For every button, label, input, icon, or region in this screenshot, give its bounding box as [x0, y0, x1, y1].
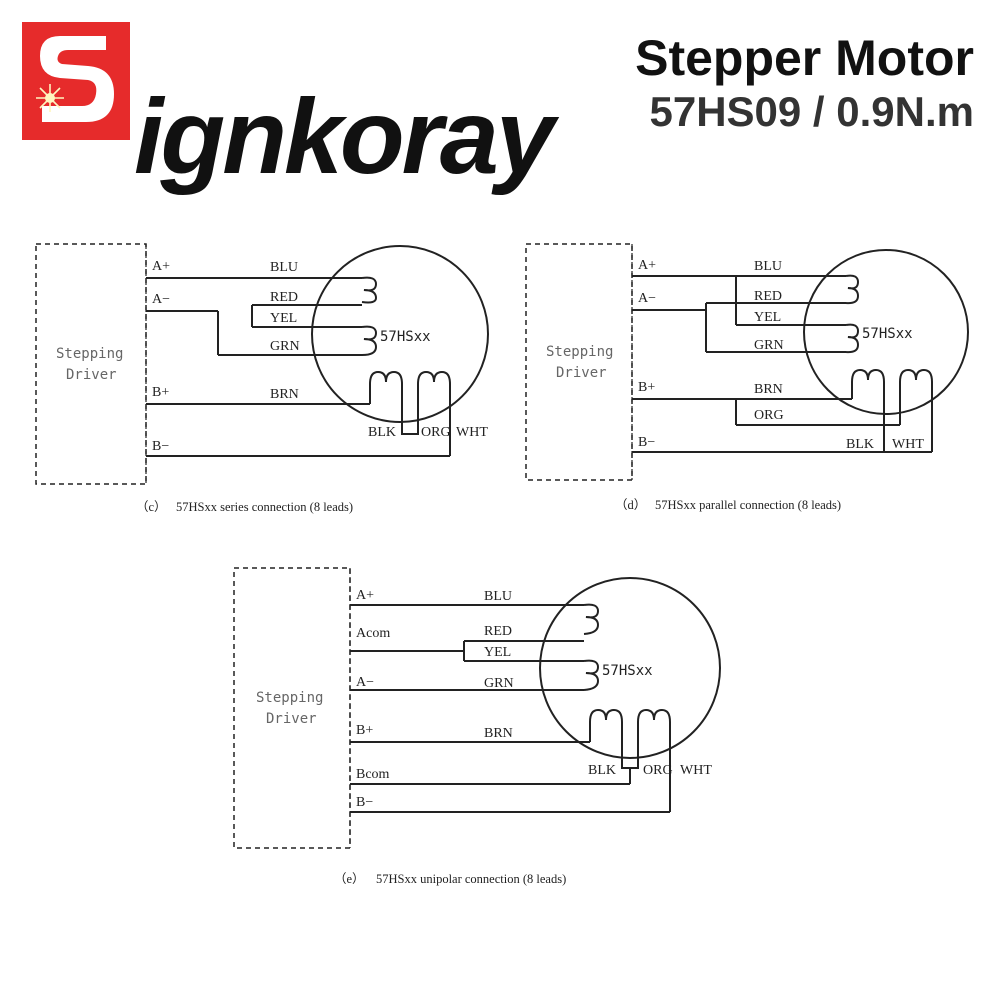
- logo-spark-icon: [36, 84, 64, 112]
- wire-label: BLU: [484, 589, 512, 604]
- terminal-label: Bcom: [356, 767, 390, 782]
- wire-label: GRN: [754, 338, 784, 353]
- wire-label: BRN: [484, 726, 513, 741]
- diagram-unipolar: [233, 567, 721, 849]
- terminal-label: A−: [638, 291, 656, 306]
- driver-label: Driver: [266, 711, 317, 727]
- brand-wordmark: ignkoray: [134, 78, 555, 196]
- diagram-series: [35, 243, 489, 485]
- wire-label: ORG: [421, 425, 451, 440]
- wire-label: BRN: [270, 387, 299, 402]
- driver-label: Stepping: [56, 346, 123, 362]
- caption-letter: （e）: [334, 872, 365, 886]
- wire-label: RED: [484, 624, 512, 639]
- terminal-label: B+: [356, 723, 373, 738]
- driver-box: [233, 567, 351, 849]
- diagram-caption: 57HSxx parallel connection (8 leads): [655, 498, 841, 512]
- logo-mark: [22, 22, 130, 140]
- driver-label: Driver: [556, 365, 607, 381]
- wire-label: WHT: [456, 425, 488, 440]
- terminal-label: A−: [152, 292, 170, 307]
- wire-label: BLU: [270, 260, 298, 275]
- wire-label: WHT: [892, 437, 924, 452]
- terminal-label: B+: [638, 380, 655, 395]
- caption-letter: （d）: [615, 498, 646, 512]
- wire-label: RED: [270, 290, 298, 305]
- terminal-label: A+: [638, 258, 656, 273]
- motor-label: 57HSxx: [380, 329, 431, 345]
- wire-label: BLK: [368, 425, 396, 440]
- driver-label: Stepping: [546, 344, 613, 360]
- caption-letter: （c）: [136, 500, 167, 514]
- wire-label: ORG: [643, 763, 673, 778]
- motor-circle: [803, 249, 969, 415]
- wire-label: RED: [754, 289, 782, 304]
- wire-label: ORG: [754, 408, 784, 423]
- terminal-label: B−: [152, 439, 169, 454]
- wire-label: BRN: [754, 382, 783, 397]
- terminal-label: Acom: [356, 626, 390, 641]
- wire-label: YEL: [754, 310, 781, 325]
- wire-label: BLU: [754, 259, 782, 274]
- product-header: Stepper Motor 57HS09 / 0.9N.m: [635, 32, 974, 139]
- wire-label: WHT: [680, 763, 712, 778]
- driver-label: Driver: [66, 367, 117, 383]
- logo-s-shape: [40, 36, 114, 122]
- motor-label: 57HSxx: [862, 326, 913, 342]
- diagram-caption: 57HSxx unipolar connection (8 leads): [376, 872, 566, 886]
- terminal-label: B−: [356, 795, 373, 810]
- terminal-label: A+: [152, 259, 170, 274]
- wire-label: GRN: [270, 339, 300, 354]
- terminal-label: A+: [356, 588, 374, 603]
- driver-label: Stepping: [256, 690, 323, 706]
- wire-label: YEL: [484, 645, 511, 660]
- wire-label: BLK: [588, 763, 616, 778]
- terminal-label: B−: [638, 435, 655, 450]
- product-model: 57HS09 / 0.9N.m: [649, 87, 974, 135]
- motor-circle: [539, 577, 721, 759]
- driver-box: [525, 243, 633, 481]
- terminal-label: B+: [152, 385, 169, 400]
- motor-circle: [311, 245, 489, 423]
- diagram-caption: 57HSxx series connection (8 leads): [176, 500, 353, 514]
- diagram-parallel: [525, 243, 969, 481]
- driver-box: [35, 243, 147, 485]
- wire-label: BLK: [846, 437, 874, 452]
- product-title: Stepper Motor: [635, 30, 974, 86]
- motor-label: 57HSxx: [602, 663, 653, 679]
- terminal-label: A−: [356, 675, 374, 690]
- wire-label: GRN: [484, 676, 514, 691]
- wire-label: YEL: [270, 311, 297, 326]
- brand-logo: ignkoray: [22, 22, 555, 190]
